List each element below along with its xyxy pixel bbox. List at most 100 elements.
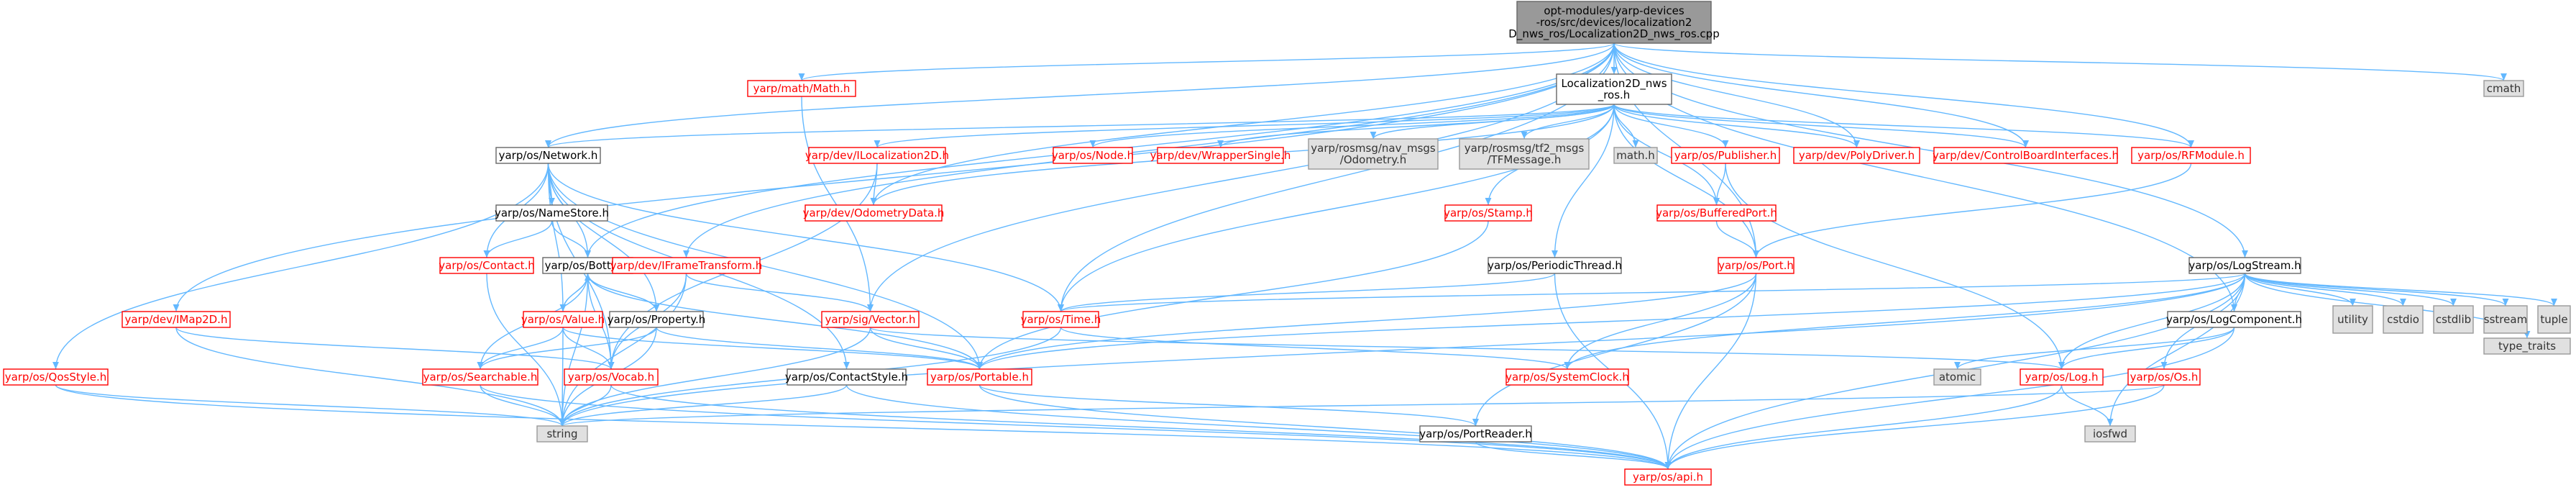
edge-root-to-cmath <box>1613 42 2507 81</box>
node-box <box>1157 147 1284 164</box>
node-label: yarp/os/Value.h <box>521 313 605 326</box>
node-bufferedport[interactable]: yarp/os/BufferedPort.h <box>1656 204 1777 222</box>
node-box <box>1656 204 1777 222</box>
node-box <box>3 368 109 386</box>
node-ilocalization[interactable]: yarp/dev/ILocalization2D.h <box>805 147 949 164</box>
node-label: type_traits <box>2498 340 2556 353</box>
node-tuple: tuple <box>2537 305 2571 334</box>
edge-logstream-to-tuple <box>2244 273 2557 307</box>
edge-imap2d-to-vocab <box>175 327 615 370</box>
node-node[interactable]: yarp/os/Node.h <box>1052 147 1134 164</box>
node-logcomponent[interactable]: yarp/os/LogComponent.h <box>2166 311 2302 328</box>
edge-root-to-polydriver <box>1613 42 1860 148</box>
node-time[interactable]: yarp/os/Time.h <box>1021 311 1101 328</box>
node-publisher[interactable]: yarp/os/Publisher.h <box>1671 147 1780 164</box>
node-cbi[interactable]: yarp/dev/ControlBoardInterfaces.h <box>1933 147 2119 164</box>
edge-property-to-bottle <box>585 273 657 312</box>
node-contact[interactable]: yarp/os/Contact.h <box>439 257 535 274</box>
edge-root-to-logcomponent <box>1613 42 2237 312</box>
node-os_h[interactable]: yarp/os/Os.h <box>2127 368 2201 386</box>
node-label: yarp/os/NameStore.h <box>495 207 609 219</box>
edge-contactstyle-to-string <box>559 384 848 427</box>
edge-nws_h-to-ilocalization <box>874 104 1615 148</box>
node-label: sstream <box>2484 313 2527 326</box>
node-box <box>1933 368 1981 386</box>
node-namestore[interactable]: yarp/os/NameStore.h <box>495 204 609 222</box>
node-label: yarp/os/LogStream.h <box>2188 259 2301 272</box>
node-value[interactable]: yarp/os/Value.h <box>521 311 605 328</box>
edge-logcomponent-to-api <box>1664 327 2235 470</box>
node-systemclock[interactable]: yarp/os/SystemClock.h <box>1505 368 1629 386</box>
node-box <box>1516 1 1712 44</box>
edge-port-to-api <box>1664 273 1757 470</box>
node-stamp[interactable]: yarp/os/Stamp.h <box>1444 204 1533 222</box>
node-qosstyle[interactable]: yarp/os/QosStyle.h <box>3 368 109 386</box>
edge-network-to-value <box>547 163 567 312</box>
node-polydriver[interactable]: yarp/dev/PolyDriver.h <box>1793 147 1920 164</box>
edge-os_h-to-string <box>559 384 2165 427</box>
node-box <box>2483 80 2524 97</box>
edge-root-to-cbi <box>1613 42 2029 148</box>
node-portable[interactable]: yarp/os/Portable.h <box>927 368 1032 386</box>
edge-layer <box>52 42 2557 470</box>
edge-property-to-searchable <box>477 327 657 370</box>
node-vocab[interactable]: yarp/os/Vocab.h <box>564 368 659 386</box>
edge-nws_h-to-bufferedport <box>1613 104 1720 206</box>
node-label: yarp/os/Bottle.h <box>545 259 631 272</box>
node-label: yarp/os/Os.h <box>2130 371 2199 384</box>
node-box <box>422 368 538 386</box>
node-rfmodule[interactable]: yarp/os/RFModule.h <box>2131 147 2251 164</box>
edge-network-to-qosstyle <box>52 163 549 370</box>
node-bottle[interactable]: yarp/os/Bottle.h <box>542 257 633 274</box>
edge-imap2d-to-string <box>175 327 566 427</box>
edge-nws_h-to-cbi <box>1613 104 2029 148</box>
node-port[interactable]: yarp/os/Port.h <box>1718 257 1795 274</box>
node-box <box>439 257 534 274</box>
node-searchable[interactable]: yarp/os/Searchable.h <box>422 368 538 386</box>
node-label: cmath <box>2487 82 2521 95</box>
node-box <box>1933 147 2118 164</box>
node-label: yarp/os/BufferedPort.h <box>1656 207 1777 219</box>
edge-value-to-bottle <box>562 273 591 312</box>
node-cstdlib: cstdlib <box>2433 305 2474 334</box>
node-portreader[interactable]: yarp/os/PortReader.h <box>1419 425 1532 443</box>
node-api[interactable]: yarp/os/api.h <box>1624 468 1712 486</box>
node-logstream[interactable]: yarp/os/LogStream.h <box>2188 257 2301 274</box>
node-log[interactable]: yarp/os/Log.h <box>2020 368 2104 386</box>
node-box <box>787 368 907 386</box>
node-label: Localization2D_nws <box>1561 77 1667 91</box>
node-network[interactable]: yarp/os/Network.h <box>495 147 601 164</box>
edge-logstream-to-cstdio <box>2244 273 2406 307</box>
node-box <box>2084 425 2136 443</box>
node-nws_h[interactable]: Localization2D_nws_ros.h <box>1556 73 1672 105</box>
node-label: yarp/os/Time.h <box>1021 313 1101 326</box>
node-math_h: math.h <box>1613 147 1658 164</box>
node-odomdata[interactable]: yarp/dev/OdometryData.h <box>803 204 945 222</box>
node-iframe[interactable]: yarp/dev/IFrameTransform.h <box>610 257 763 274</box>
node-box <box>122 311 231 328</box>
node-label: yarp/os/Searchable.h <box>423 371 538 384</box>
node-label: yarp/os/Contact.h <box>439 259 535 272</box>
node-cmath: cmath <box>2483 80 2524 97</box>
edge-logstream-to-time <box>1058 273 2246 312</box>
edge-contact-to-string <box>486 273 566 427</box>
node-root[interactable]: opt-modules/yarp-devices-ros/src/devices… <box>1508 1 1720 44</box>
edge-iframe-to-vector <box>685 273 874 312</box>
edge-nws_h-to-periodic <box>1551 104 1615 258</box>
edge-namestore-to-bottle <box>551 220 591 258</box>
edge-logstream-to-log <box>2058 273 2246 370</box>
node-math_h2[interactable]: yarp/math/Math.h <box>747 80 856 97</box>
node-label: yarp/os/Portable.h <box>930 371 1029 384</box>
edge-periodic-to-time <box>1058 273 1556 312</box>
node-imap2d[interactable]: yarp/dev/IMap2D.h <box>122 311 231 328</box>
edge-value-to-string <box>559 327 566 427</box>
edge-logcomponent-to-atomic <box>1954 327 2235 370</box>
node-type_traits: type_traits <box>2483 337 2571 355</box>
edge-searchable-to-string <box>480 384 566 427</box>
node-vector[interactable]: yarp/sig/Vector.h <box>821 311 920 328</box>
edge-vocab-to-api <box>610 384 1672 470</box>
node-periodic[interactable]: yarp/os/PeriodicThread.h <box>1488 257 1622 274</box>
node-property[interactable]: yarp/os/Property.h <box>608 311 705 328</box>
node-wrapper[interactable]: yarp/dev/WrapperSingle.h <box>1150 147 1291 164</box>
node-contactstyle[interactable]: yarp/os/ContactStyle.h <box>785 368 908 386</box>
